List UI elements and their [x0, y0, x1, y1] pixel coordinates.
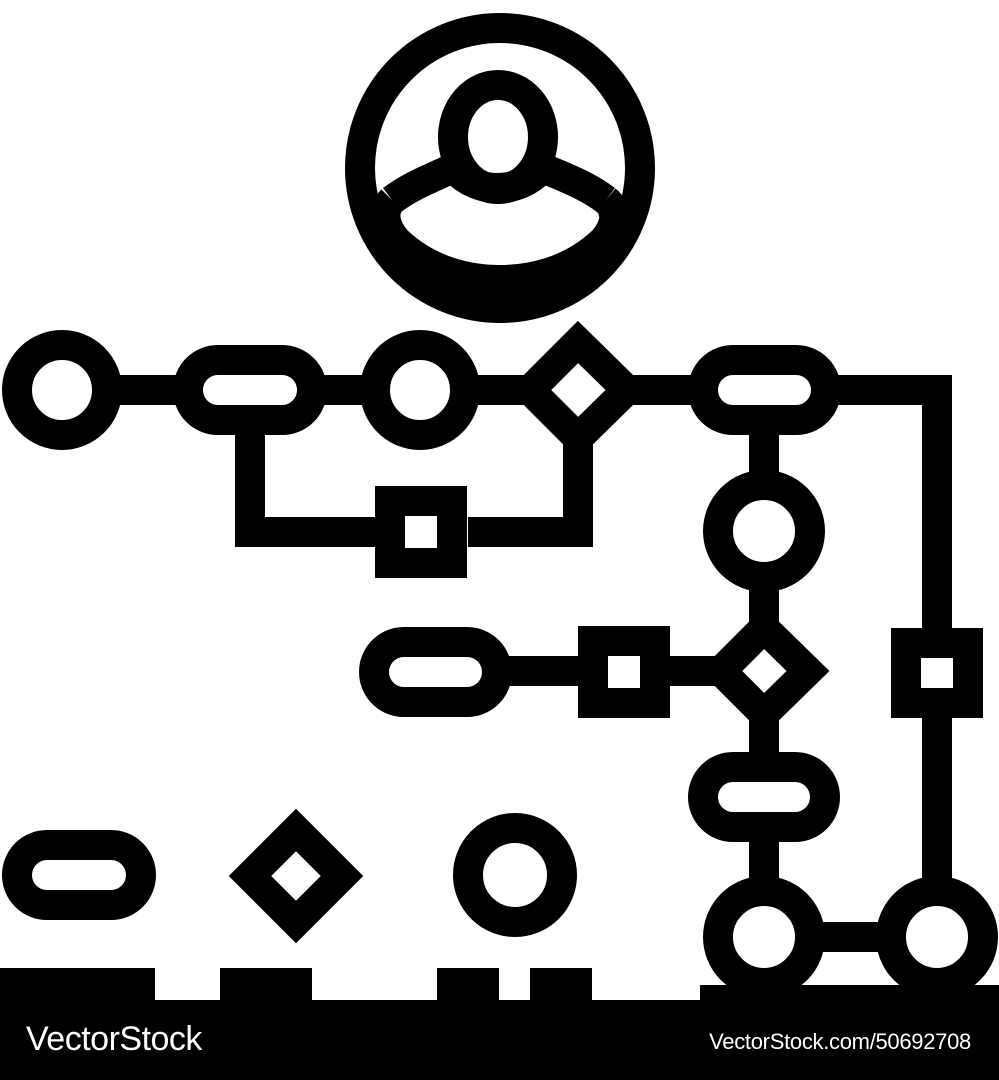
- process-pill-node-right: [688, 345, 841, 435]
- lower-pill-node: [688, 752, 840, 842]
- bottom-circle-node-left: [703, 876, 825, 998]
- footer-bar: [0, 1000, 999, 1080]
- process-pill-node: [173, 345, 327, 435]
- brand-logo-text: VectorStock: [26, 1020, 202, 1058]
- middle-circle-node: [703, 470, 825, 592]
- avatar-shoulders: [383, 149, 615, 213]
- process-circle-node: [360, 330, 480, 450]
- connector-loop-right: [468, 437, 593, 547]
- middle-diamond-node: [699, 606, 830, 736]
- avatar-ring: [345, 13, 655, 323]
- middle-square-node: [578, 626, 670, 718]
- image-credit-text: VectorStock.com/50692708: [709, 1029, 971, 1054]
- bottom-circle-node-right: [876, 876, 998, 998]
- middle-pill-node: [359, 627, 512, 717]
- connector-loop-left: [235, 418, 378, 547]
- legend-diamond-shape: [228, 808, 364, 944]
- connector-right-trunk: [836, 375, 952, 630]
- loop-square-node: [375, 486, 467, 578]
- avatar-body: [370, 188, 630, 296]
- legend-circle-shape: [453, 813, 577, 937]
- user-avatar-icon: [345, 13, 655, 323]
- decision-diamond-node: [508, 320, 649, 460]
- legend-pill-shape: [2, 830, 156, 920]
- start-circle-node: [2, 330, 122, 450]
- right-square-node: [891, 628, 983, 718]
- footer-top-band: [0, 968, 999, 1001]
- shape-legend: [2, 808, 577, 944]
